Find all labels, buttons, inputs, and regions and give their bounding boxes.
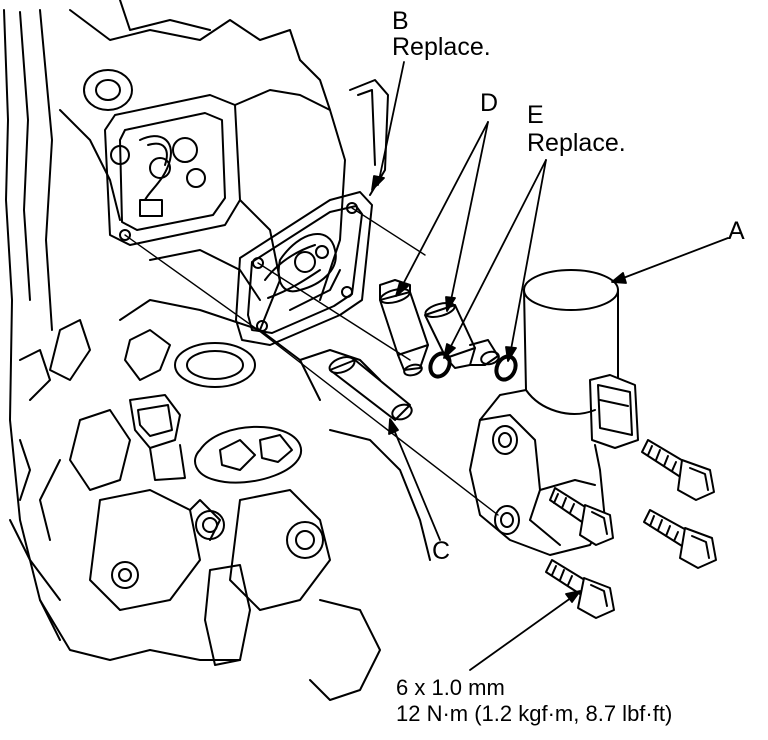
engine-block — [3, 0, 431, 701]
label-e-replace-note: Replace. — [527, 129, 626, 157]
gasket-b — [235, 191, 373, 346]
label-d: D — [480, 89, 499, 117]
mounting-bolt-middle — [549, 487, 614, 546]
mounting-bolt-upper-right — [641, 439, 715, 501]
bolt-size-spec: 6 x 1.0 mm — [396, 675, 505, 700]
label-b: B — [392, 7, 409, 35]
mounting-bolt-lower — [545, 559, 615, 619]
mounting-bolt-lower-right — [643, 509, 717, 569]
label-b-replace-note: Replace. — [392, 33, 491, 61]
leader-lines — [371, 61, 729, 671]
dowel-pin-d-upper — [379, 288, 429, 377]
label-e: E — [527, 101, 544, 129]
dowel-pin-c — [328, 356, 413, 421]
dowel-pin-d-lower — [424, 302, 500, 369]
alignment-lines — [124, 207, 499, 516]
label-a: A — [728, 217, 745, 245]
sensor-connector — [129, 394, 186, 481]
solenoid-valve-a — [469, 269, 639, 556]
torque-spec: 12 N·m (1.2 kgf·m, 8.7 lbf·ft) — [396, 701, 673, 726]
label-c: C — [432, 537, 451, 565]
